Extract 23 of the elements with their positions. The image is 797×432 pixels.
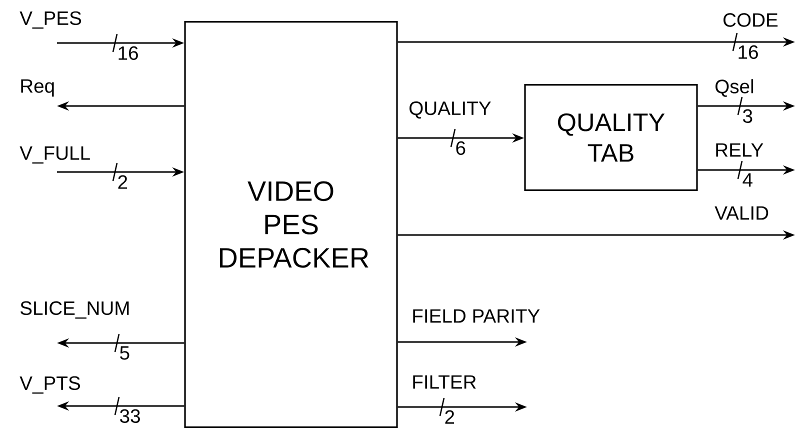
bus-width: 3 — [743, 109, 752, 123]
block-box: VIDEO PES DEPACKER — [184, 21, 398, 428]
signal-label: Req — [21, 79, 54, 97]
bus-width: 2 — [445, 410, 454, 424]
signal-label: SLICE_NUM — [20, 301, 129, 319]
bus-width: 16 — [118, 46, 138, 60]
bus-width: 2 — [118, 175, 128, 189]
signal-label: QUALITY — [410, 101, 491, 119]
signal-label: V_PTS — [20, 376, 80, 394]
signal-label: CODE — [724, 13, 778, 27]
signal-label: FILTER — [413, 375, 476, 389]
signal-label: V_FULL — [20, 146, 90, 164]
bus-width: 33 — [120, 409, 140, 423]
bus-width: 16 — [738, 45, 758, 59]
signal-label: Qsel — [716, 79, 754, 97]
bus-width: 6 — [456, 141, 466, 155]
bus-width: 5 — [120, 346, 130, 360]
signal-label: FIELD PARITY — [413, 309, 540, 323]
signal-label: RELY — [716, 143, 764, 157]
signal-label: V_PES — [20, 11, 82, 29]
block-box: QUALITY TAB — [524, 84, 698, 191]
signal-label: VALID — [714, 206, 768, 220]
bus-width: 4 — [742, 173, 752, 187]
